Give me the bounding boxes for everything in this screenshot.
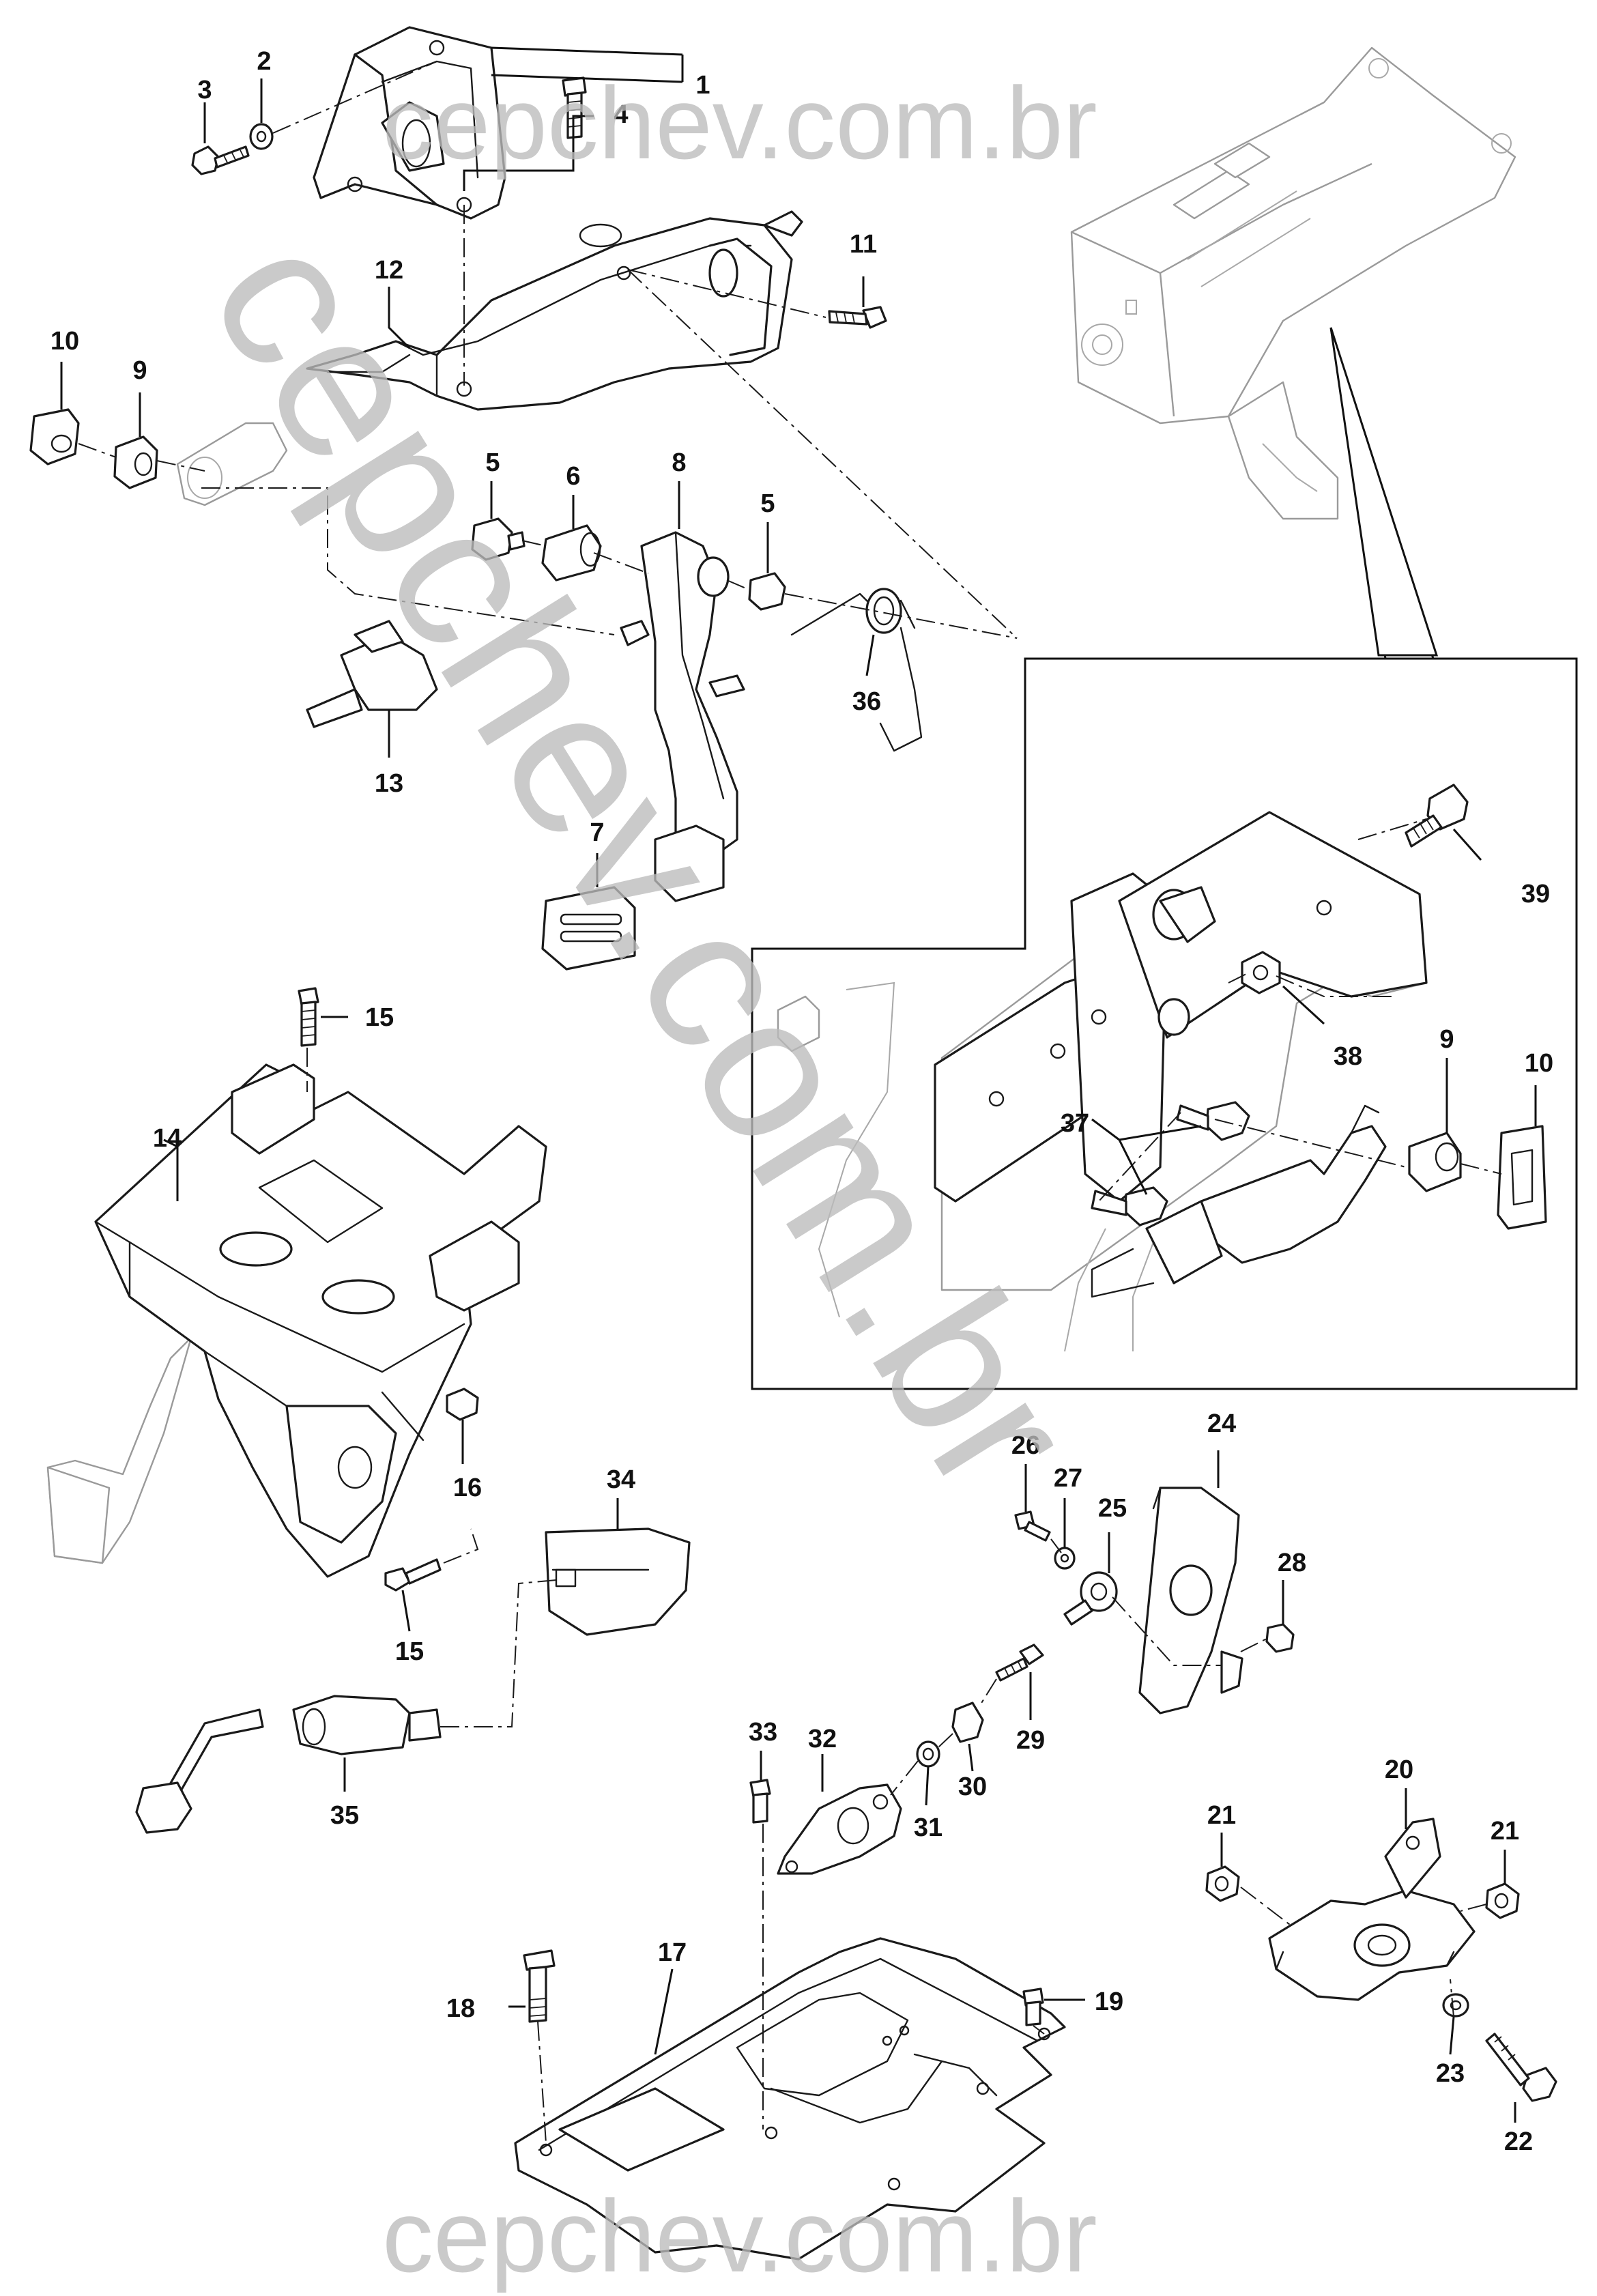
- callout-10-inset: 10: [1525, 1049, 1553, 1078]
- callout-20: 20: [1385, 1755, 1413, 1784]
- callout-17: 17: [658, 1938, 687, 1967]
- watermark-top: cepchev.com.br: [382, 66, 1097, 180]
- callout-39: 39: [1521, 880, 1550, 908]
- callout-30: 30: [958, 1773, 987, 1801]
- callout-19: 19: [1095, 1988, 1123, 2016]
- ghost-pivot-shaft: [176, 422, 288, 506]
- spacer-30: [951, 1702, 984, 1743]
- stud-29: [995, 1644, 1044, 1682]
- callout-18: 18: [446, 1994, 475, 2023]
- callout-11: 11: [850, 230, 877, 259]
- callout-7: 7: [590, 818, 604, 847]
- callout-25: 25: [1098, 1494, 1127, 1523]
- callout-8: 8: [672, 448, 686, 477]
- callout-4: 4: [614, 100, 628, 129]
- callout-numbers: 1 2 3 4 12 11 10 9 5 6 8 5 36 13 7 39 38…: [51, 47, 1553, 2156]
- washer-23: [1442, 1993, 1469, 2018]
- bolt-11: [828, 306, 887, 329]
- pedal-support-12: [306, 210, 803, 411]
- callout-26: 26: [1011, 1431, 1040, 1460]
- callout-24: 24: [1207, 1409, 1236, 1438]
- callout-21-left: 21: [1207, 1801, 1236, 1830]
- pivot-25: [1063, 1571, 1118, 1626]
- callout-36: 36: [852, 687, 881, 716]
- assembly-lines: [78, 61, 1502, 2144]
- callout-12: 12: [375, 256, 403, 285]
- callout-15-bottom: 15: [395, 1637, 424, 1666]
- callout-32: 32: [808, 1725, 837, 1753]
- bolt-37-upper: [1176, 1101, 1250, 1141]
- watermark-bottom: cepchev.com.br: [382, 2179, 1097, 2293]
- callout-2: 2: [257, 47, 271, 76]
- inset-bracket-detail: [777, 811, 1428, 1352]
- bushing-5-left: [471, 517, 526, 561]
- callout-3: 3: [197, 76, 212, 104]
- leader-lines: [60, 46, 1537, 2123]
- bolt-15-bottom: [384, 1558, 442, 1592]
- switch-35: [135, 1695, 442, 1834]
- callout-13: 13: [375, 769, 403, 798]
- pedal-box-14: [46, 1063, 547, 1578]
- callout-33: 33: [749, 1718, 777, 1747]
- callout-16: 16: [453, 1474, 482, 1502]
- nut-38: [1241, 951, 1281, 994]
- lever-base-20: [1268, 1818, 1476, 2001]
- bushing-5-right: [748, 572, 786, 611]
- callout-34: 34: [607, 1465, 635, 1494]
- pedal-bracket-1: [313, 26, 506, 220]
- callout-31: 31: [914, 1813, 943, 1842]
- bushing-9-inset: [1408, 1132, 1462, 1192]
- bolt-39: [1405, 784, 1469, 848]
- callout-9-left: 9: [132, 356, 147, 385]
- callout-23: 23: [1436, 2059, 1465, 2088]
- callout-6: 6: [566, 462, 580, 491]
- floor-plate-17: [514, 1937, 1066, 2261]
- ghost-pedal-assembly: [1070, 46, 1516, 520]
- bracket-32: [777, 1783, 902, 1875]
- callout-21-right: 21: [1491, 1817, 1519, 1846]
- bushing-9: [113, 435, 158, 489]
- bolt-3: [191, 145, 250, 175]
- bolt-26: [1014, 1510, 1051, 1542]
- callout-15-top: 15: [365, 1003, 394, 1032]
- return-spring-36: [790, 588, 923, 752]
- callout-27: 27: [1054, 1464, 1082, 1493]
- washer-2: [249, 123, 274, 150]
- bracket-34: [545, 1527, 691, 1636]
- callout-10-left: 10: [51, 327, 79, 356]
- washer-27: [1054, 1547, 1076, 1570]
- bolt-22: [1485, 2033, 1557, 2102]
- nut-28: [1265, 1623, 1295, 1653]
- detail-inset-frame: [751, 657, 1578, 1390]
- switch-13: [306, 620, 438, 728]
- callout-14: 14: [153, 1124, 182, 1153]
- nut-21-left: [1205, 1865, 1240, 1902]
- callout-28: 28: [1278, 1549, 1306, 1577]
- callout-9-inset: 9: [1439, 1025, 1454, 1054]
- bushing-31: [916, 1740, 940, 1768]
- callout-37: 37: [1061, 1109, 1089, 1138]
- nut-16: [446, 1388, 479, 1421]
- clutch-pedal-8: [620, 531, 745, 902]
- callout-5-left: 5: [485, 448, 500, 477]
- callout-22: 22: [1504, 2127, 1533, 2156]
- callout-5-right: 5: [760, 489, 775, 518]
- bolt-33: [749, 1779, 771, 1824]
- bolt-18: [523, 1949, 556, 2023]
- callout-38: 38: [1334, 1042, 1362, 1071]
- clip-10: [29, 408, 80, 465]
- nut-21-right: [1485, 1882, 1520, 1919]
- callout-29: 29: [1016, 1726, 1045, 1755]
- lever-24: [1138, 1487, 1243, 1714]
- clip-10-inset: [1497, 1125, 1547, 1230]
- pedal-pad-7: [541, 886, 636, 971]
- bolt-19: [1022, 1988, 1044, 2026]
- sleeve-6: [541, 524, 602, 582]
- bolt-15-top: [298, 987, 319, 1047]
- callout-35: 35: [330, 1801, 359, 1830]
- callout-1: 1: [695, 71, 710, 100]
